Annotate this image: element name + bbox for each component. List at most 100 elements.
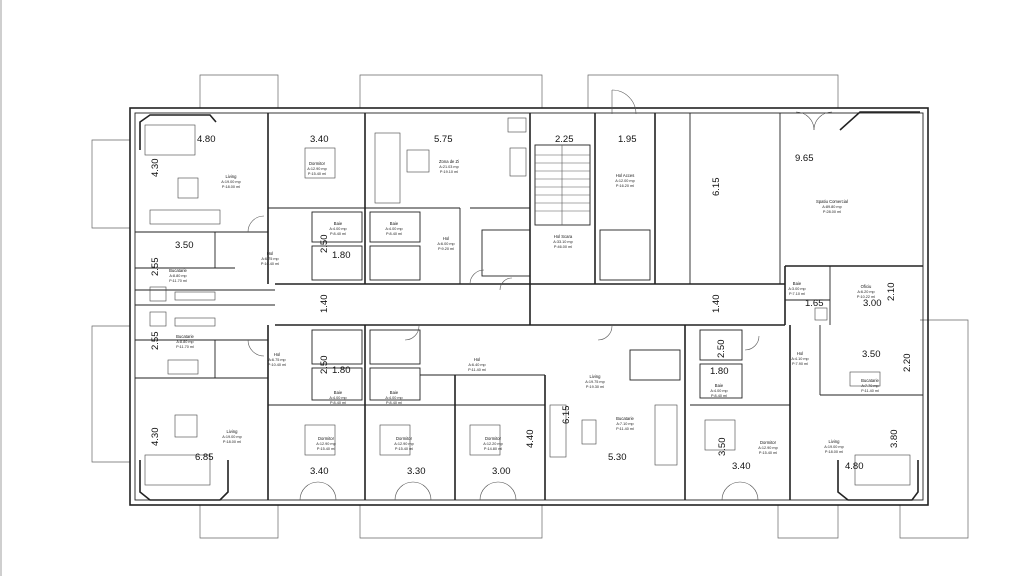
room-perimeter: P:11.70 ml xyxy=(169,279,187,283)
room-area: A:12.90 mp xyxy=(316,442,335,446)
room-name: Hol xyxy=(443,236,449,241)
room-area: A:12.90 mp xyxy=(758,446,777,450)
dim-1-95: 1.95 xyxy=(618,134,637,145)
room-name: Bucatarie xyxy=(861,378,879,383)
room-perimeter: P:14.80 ml xyxy=(484,447,502,451)
room-name: Bucatarie xyxy=(616,416,634,421)
room-name: Baie xyxy=(793,281,802,286)
room-perimeter: P:18.00 ml xyxy=(825,450,843,454)
room-name: Hol Scara xyxy=(554,234,573,239)
dim-2-55-a: 2.55 xyxy=(150,258,161,277)
room-area: A:19.00 mp xyxy=(221,180,240,184)
dim-6-15-b: 6.15 xyxy=(561,406,572,425)
room-name: Baie xyxy=(334,221,343,226)
dim-3-50-r: 3.50 xyxy=(862,349,881,360)
dim-2-50-a: 2.50 xyxy=(319,235,330,254)
dim-1-80-c: 1.80 xyxy=(710,366,729,377)
room-name: Dormitor xyxy=(318,436,335,441)
outer-walls xyxy=(129,107,929,506)
room-area: A:89.80 mp xyxy=(822,205,841,209)
dim-5-75: 5.75 xyxy=(434,134,453,145)
room-perimeter: P:46.00 ml xyxy=(554,245,572,249)
room-perimeter: P:19.10 ml xyxy=(440,170,458,174)
room-perimeter: P:15.40 ml xyxy=(759,451,777,455)
room-area: A:33.10 mp xyxy=(553,240,572,244)
room-name: Living xyxy=(829,439,841,444)
room-area: A:12.90 mp xyxy=(394,442,413,446)
room-name: Hol xyxy=(474,357,480,362)
room-perimeter: P:8.40 ml xyxy=(330,232,346,236)
room-perimeter: P:15.40 ml xyxy=(317,447,335,451)
room-perimeter: P:7.90 ml xyxy=(792,362,808,366)
room-perimeter: P:11.40 ml xyxy=(616,427,634,431)
room-area: A:4.00 mp xyxy=(385,396,402,400)
room-name: Hol xyxy=(274,352,280,357)
room-name: Baie xyxy=(390,390,399,395)
dim-4-80-br: 4.80 xyxy=(845,461,864,472)
room-area: A:12.90 mp xyxy=(307,167,326,171)
room-area: A:12.20 mp xyxy=(483,442,502,446)
room-perimeter: P:16.20 ml xyxy=(616,184,634,188)
room-area: A:19.75 mp xyxy=(585,380,604,384)
room-area: A:21.03 mp xyxy=(439,165,458,169)
room-area: A:6.20 mp xyxy=(857,290,874,294)
dim-4-30-top: 4.30 xyxy=(150,159,161,178)
room-area: A:6.75 mp xyxy=(268,358,285,362)
room-name: Living xyxy=(590,374,602,379)
room-area: A:6.75 mp xyxy=(261,257,278,261)
room-perimeter: P:10.22 ml xyxy=(857,295,875,299)
interior-walls xyxy=(135,113,923,500)
room-perimeter: P:7.10 ml xyxy=(789,292,805,296)
dim-6-15: 6.15 xyxy=(711,178,722,197)
room-area: A:4.10 mp xyxy=(791,357,808,361)
room-area: A:4.00 mp xyxy=(385,227,402,231)
room-perimeter: P:8.40 ml xyxy=(330,401,346,405)
room-name: Dormitor xyxy=(760,440,777,445)
room-name: Hol Acces xyxy=(616,173,635,178)
dim-6-85: 6.85 xyxy=(195,452,214,463)
room-area: A:19.00 mp xyxy=(824,445,843,449)
dim-3-00-b: 3.00 xyxy=(492,466,511,477)
furniture xyxy=(144,117,911,486)
room-name: Baie xyxy=(390,221,399,226)
room-perimeter: P:8.40 ml xyxy=(386,401,402,405)
room-name: Oficiu xyxy=(861,284,872,289)
dim-9-65: 9.65 xyxy=(795,153,814,164)
room-perimeter: P:11.70 ml xyxy=(176,345,194,349)
doors xyxy=(247,89,833,501)
dim-2-50-b: 2.50 xyxy=(319,356,330,375)
room-name: Bucatarie xyxy=(176,334,194,339)
dim-4-40: 4.40 xyxy=(525,430,536,449)
room-area: A:4.00 mp xyxy=(329,396,346,400)
room-area: A:6.00 mp xyxy=(437,242,454,246)
room-perimeter: P:11.40 ml xyxy=(861,389,879,393)
room-area: A:4.00 mp xyxy=(710,389,727,393)
room-name: Hol xyxy=(797,351,803,356)
room-area: A:8.80 mp xyxy=(176,340,193,344)
dim-4-30-bot: 4.30 xyxy=(150,428,161,447)
dim-2-20: 2.20 xyxy=(902,354,913,373)
room-name: Dormitor xyxy=(396,436,413,441)
